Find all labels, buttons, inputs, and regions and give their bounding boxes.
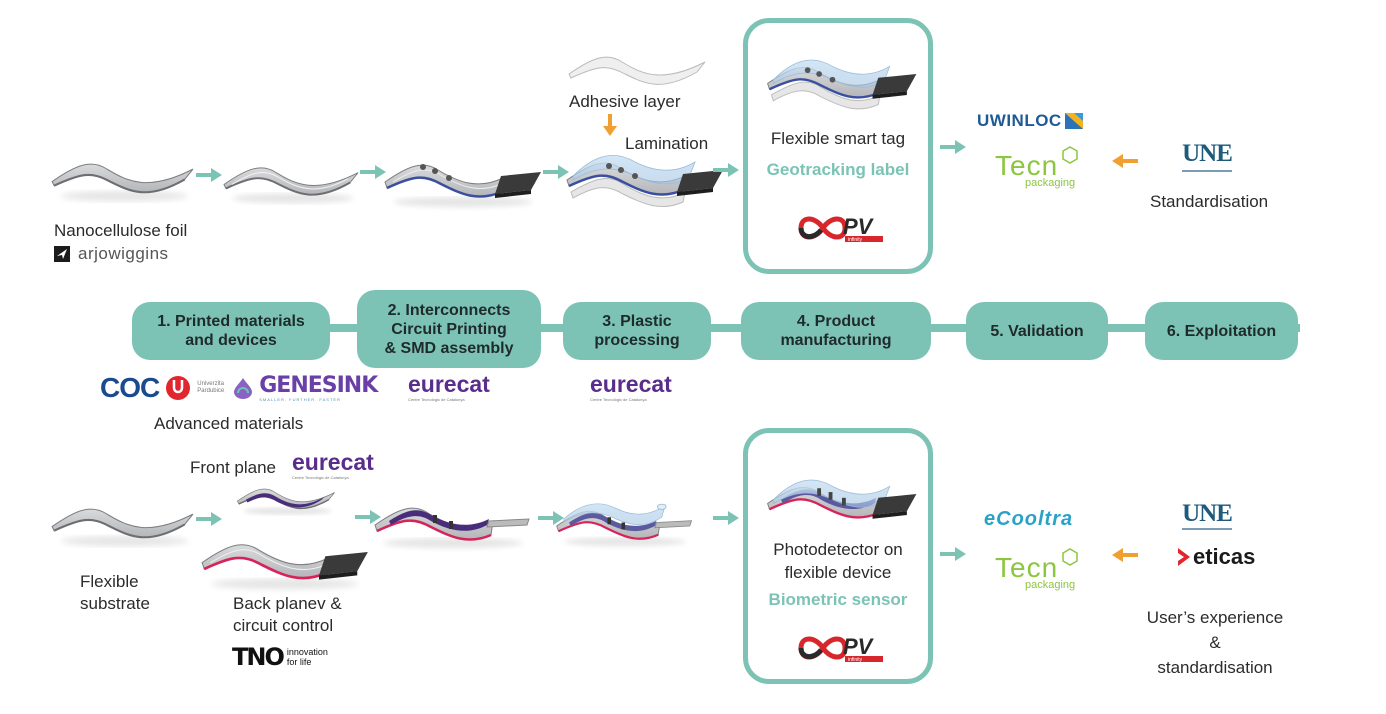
advanced-materials-label: Advanced materials [154, 414, 304, 433]
smart-tag-product-box: Flexible smart tag Geotracking label PV … [743, 18, 933, 274]
eticas-logo: eticas [1176, 544, 1255, 570]
nanocellulose-foil-illustration [50, 155, 195, 205]
cpv-infinity-icon: PV infinity [798, 634, 883, 663]
hexagon-icon [1062, 548, 1078, 566]
svg-text:PV: PV [843, 214, 875, 239]
back-plane-illustration [201, 544, 368, 590]
svg-text:infinity: infinity [848, 237, 863, 243]
laminated-foil-illustration [566, 155, 723, 208]
printed-circuit-foil-illustration [384, 164, 541, 207]
arrow-right-icon [713, 163, 739, 177]
geotracking-label-subtitle: Geotracking label [766, 160, 910, 179]
cpv-logo: PV infinity [793, 628, 889, 664]
stage-printed-materials[interactable]: 1. Printed materials and devices [132, 302, 330, 360]
photodetector-illustration [767, 479, 917, 519]
eticas-chevron-icon [1178, 548, 1190, 566]
tno-logo: TNO innovation for life [232, 643, 328, 671]
genesink-drop-icon [234, 378, 253, 399]
hexagon-icon [1062, 146, 1078, 164]
front-plane-label: Front plane [190, 458, 276, 477]
stage-validation[interactable]: 5. Validation [966, 302, 1108, 360]
uwinloc-mark-icon [1064, 113, 1083, 129]
stage-plastic-processing[interactable]: 3. Plastic processing [563, 302, 711, 360]
une-tagline [1182, 170, 1232, 172]
flexible-substrate-illustration [50, 500, 195, 550]
front-plane-illustration [236, 480, 336, 520]
ecooltra-logo: eCooltra [984, 508, 1074, 530]
flexible-substrate-label: Flexible substrate [80, 572, 150, 613]
une-tagline [1182, 528, 1232, 530]
univerzita-pardubice-icon [166, 376, 191, 400]
laminated-stack-illustration [556, 503, 693, 547]
arrow-right-icon [940, 140, 966, 154]
arrow-left-icon [1112, 548, 1138, 562]
une-logo: UNE [1175, 140, 1239, 180]
cpv-logo: PV infinity [793, 208, 889, 244]
arrow-right-icon [196, 168, 222, 182]
eurecat-logo: eurecat Centre Tecnològic de Catalunya [292, 449, 374, 480]
svg-text:infinity: infinity [848, 657, 863, 663]
eurecat-logo: eurecat Centre Tecnològic de Catalunya [408, 371, 490, 402]
arjowiggins-mark-icon [54, 246, 70, 262]
arrow-left-icon [1112, 154, 1138, 168]
svg-text:PV: PV [843, 634, 875, 659]
photodetector-title: Photodetector on flexible device [773, 540, 903, 582]
adhesive-layer-illustration [567, 50, 707, 95]
cpv-infinity-icon: PV infinity [798, 214, 883, 243]
arrow-right-icon [196, 512, 222, 526]
arrow-right-icon [940, 547, 966, 561]
arrow-down-icon [603, 114, 617, 136]
uwinloc-logo: UWINLOC [977, 111, 1083, 131]
lamination-label: Lamination [625, 134, 709, 153]
stage-exploitation[interactable]: 6. Exploitation [1145, 302, 1298, 360]
coc-logo: COC [100, 372, 160, 403]
biometric-sensor-subtitle: Biometric sensor [768, 590, 908, 609]
genesink-logo: GENESINK SMALLER. FURTHER. FASTER [259, 372, 378, 402]
stage-interconnects[interactable]: 2. Interconnects Circuit Printing & SMD … [357, 290, 541, 368]
advanced-materials-partners: COC Univerzita Pardubice GENESINK SMALLE… [100, 372, 378, 404]
biometric-sensor-product-box: Photodetector on flexible device Biometr… [743, 428, 933, 684]
smart-tag-illustration [767, 59, 917, 110]
stage-product-manufacturing[interactable]: 4. Product manufacturing [741, 302, 931, 360]
standardisation-label: Standardisation [1150, 192, 1269, 211]
tecnopackaging-logo: Tecn packaging [995, 548, 1085, 594]
arjowiggins-logo: arjowiggins [54, 244, 169, 264]
une-logo: UNE [1175, 500, 1239, 534]
ux-standardisation-label: User’s experience & standardisation [1146, 608, 1284, 677]
smart-tag-title: Flexible smart tag [770, 129, 906, 148]
arrow-right-icon [713, 511, 739, 525]
foil-label: Nanocellulose foil [54, 221, 188, 240]
patterned-foil-illustration [222, 158, 360, 208]
back-plane-label: Back planev & circuit control [233, 594, 342, 635]
univerzita-pardubice-text: Univerzita Pardubice [197, 381, 225, 394]
adhesive-layer-label: Adhesive layer [569, 92, 681, 111]
eurecat-logo: eurecat Centre Tecnològic de Catalunya [590, 371, 672, 402]
combined-stack-illustration [374, 507, 530, 548]
tecnopackaging-logo: Tecn packaging [995, 146, 1085, 192]
